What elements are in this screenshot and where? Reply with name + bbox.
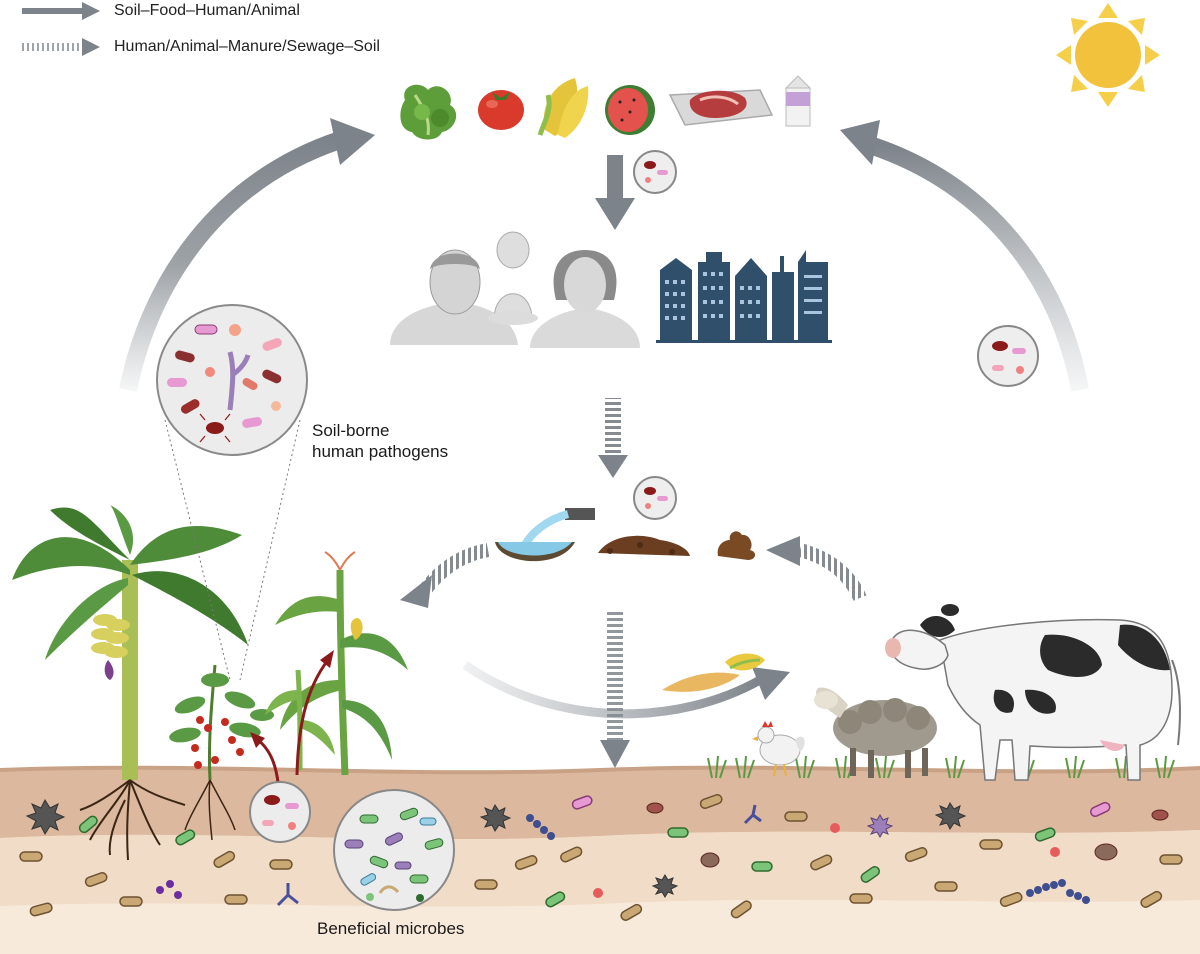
waste-microbe-magnifier-icon <box>633 476 677 520</box>
food-microbe-magnifier-icon <box>633 150 677 194</box>
manure-icon <box>717 531 756 560</box>
corn-icon <box>537 78 589 138</box>
beneficial-microbe-magnifier-icon <box>333 789 455 911</box>
arrow-waste-to-soil <box>600 610 630 768</box>
chicken-icon <box>752 721 805 777</box>
animal-microbe-magnifier-icon <box>977 325 1039 387</box>
maize-plant-icon <box>265 551 408 776</box>
arrow-soil-to-food <box>119 118 375 392</box>
soil-microbes <box>19 793 1183 921</box>
legend-solid-label: Soil–Food–Human/Animal <box>114 2 300 19</box>
meat-tray-icon <box>668 89 774 126</box>
crop-residue-icon <box>662 653 765 692</box>
arrow-food-to-human <box>595 155 635 230</box>
tomato-plant-icon <box>169 664 274 841</box>
cow-icon <box>885 604 1181 781</box>
people-icon <box>390 231 640 348</box>
dashed-arrow-icon <box>22 38 100 56</box>
root-microbe-magnifier-icon <box>249 781 311 843</box>
pathogens-label-line2: human pathogens <box>312 442 449 461</box>
solid-arrow-icon <box>22 2 100 20</box>
soil-layers <box>0 765 1200 954</box>
city-buildings-icon <box>656 250 832 343</box>
pathogen-uptake-arrows <box>250 650 334 783</box>
pathogen-magnifier-icon <box>156 304 308 681</box>
pathogens-label: Soil-borne human pathogens <box>312 420 448 462</box>
sheep-icon <box>814 687 937 778</box>
legend-dashed: Human/Animal–Manure/Sewage–Soil <box>22 38 380 56</box>
banana-plant-icon <box>12 505 248 861</box>
arrow-lower-arc-to-animal <box>462 661 790 719</box>
watermelon-icon <box>605 85 655 135</box>
water-pipe-icon <box>495 508 595 562</box>
pathogens-label-line1: Soil-borne <box>312 421 390 440</box>
soil-pile-icon <box>598 535 690 556</box>
arrow-human-to-waste <box>598 398 628 478</box>
arrow-waste-to-crops <box>400 543 490 608</box>
beneficial-microbes-label: Beneficial microbes <box>317 919 465 938</box>
milk-carton-icon <box>784 75 812 127</box>
legend-solid: Soil–Food–Human/Animal <box>22 2 300 20</box>
arrow-animal-to-manure <box>766 536 867 602</box>
sun-icon <box>1056 3 1160 107</box>
lettuce-icon <box>400 84 457 140</box>
tomato-icon <box>478 90 524 130</box>
arrow-animal-to-food <box>840 120 1089 392</box>
legend-dashed-label: Human/Animal–Manure/Sewage–Soil <box>114 38 380 55</box>
